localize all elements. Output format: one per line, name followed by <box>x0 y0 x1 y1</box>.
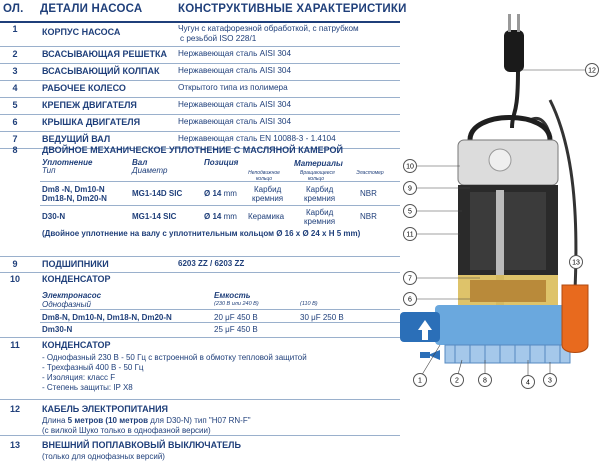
table-row: 3 ВСАСЫВАЮЩИЙ КОЛПАК Нержавеющая сталь A… <box>0 64 400 81</box>
float-switch <box>561 284 589 353</box>
callout-7: 7 <box>408 276 412 283</box>
power-cable <box>510 69 520 129</box>
callout-labels: 10 9 5 11 7 6 12 13 1 2 8 4 3 <box>403 63 599 389</box>
header-specs: КОНСТРУКТИВНЫЕ ХАРАКТЕРИСТИКИ <box>178 3 407 15</box>
table-row: 5 КРЕПЕЖ ДВИГАТЕЛЯ Нержавеющая сталь AIS… <box>0 98 400 115</box>
callout-11: 11 <box>406 232 413 239</box>
seal-section: 8 ДВОЙНОЕ МЕХАНИЧЕСКОЕ УПЛОТНЕНИЕ С МАСЛ… <box>0 143 400 255</box>
callout-13: 13 <box>572 260 580 267</box>
table-row: 4 РАБОЧЕЕ КОЛЕСО Открытого типа из полим… <box>0 81 400 98</box>
table-row: 1 КОРПУС НАСОСА Чугун с катафорезной обр… <box>0 22 400 47</box>
callout-5: 5 <box>408 209 412 216</box>
float-section: 13 ВНЕШНИЙ ПОПЛАВКОВЫЙ ВЫКЛЮЧАТЕЛЬ (толь… <box>9 440 241 461</box>
header-details: ДЕТАЛИ НАСОСА <box>40 3 143 15</box>
motor-section: 11 КОНДЕНСАТОР - Однофазный 230 В - 50 Г… <box>10 340 307 392</box>
pump-handle <box>467 115 553 141</box>
pump-base <box>435 305 580 345</box>
table-row: 6 КРЫШКА ДВИГАТЕЛЯ Нержавеющая сталь AIS… <box>0 115 400 132</box>
callout-12: 12 <box>588 68 596 75</box>
callout-6: 6 <box>408 297 412 304</box>
callout-4: 4 <box>526 380 530 387</box>
plug-icon <box>504 30 524 72</box>
pump-illustration: 10 9 5 11 7 6 12 13 1 2 8 4 3 <box>400 14 599 389</box>
callout-2: 2 <box>455 378 459 385</box>
callout-10: 10 <box>406 164 414 171</box>
cable-section: 12 КАБЕЛЬ ЭЛЕКТРОПИТАНИЯ Длина 5 метров … <box>9 404 251 435</box>
callout-8: 8 <box>483 378 487 385</box>
header-pos: ОЛ. <box>3 3 24 15</box>
callout-3: 3 <box>548 378 552 385</box>
bearings-row: 9 ПОДШИПНИКИ 6203 ZZ / 6203 ZZ <box>12 259 245 269</box>
parts-table: 1 КОРПУС НАСОСА Чугун с катафорезной обр… <box>0 22 400 149</box>
inlet-grid <box>444 344 571 364</box>
table-header: ОЛ. ДЕТАЛИ НАСОСА КОНСТРУКТИВНЫЕ ХАРАКТЕ… <box>0 0 600 20</box>
table-row: 7 ВЕДУЩИЙ ВАЛ Нержавеющая сталь EN 10088… <box>0 132 400 149</box>
capacitor-section: 10 КОНДЕНСАТОР Электронасос Однофазный Е… <box>0 274 400 336</box>
header-rule <box>0 21 400 23</box>
table-row: 2 ВСАСЫВАЮЩАЯ РЕШЕТКА Нержавеющая сталь … <box>0 47 400 64</box>
callout-9a: 9 <box>408 186 412 193</box>
callout-1: 1 <box>418 378 422 385</box>
